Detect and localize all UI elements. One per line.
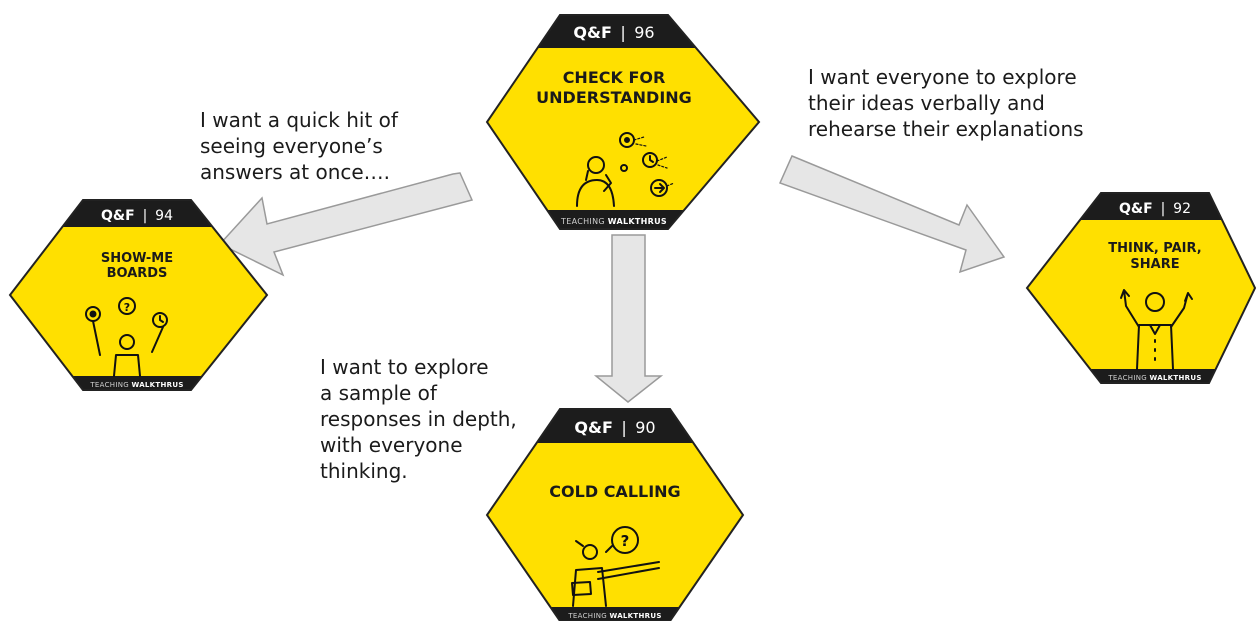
svg-text:Q&F | 94: Q&F | 94	[101, 207, 173, 224]
card-title-line: UNDERSTANDING	[536, 88, 692, 107]
svg-text:TEACHING WALKTHRUS: TEACHING WALKTHRUS	[1107, 374, 1201, 382]
caption-line: I want everyone to explore	[808, 65, 1077, 89]
card-title-line: CHECK FOR	[563, 68, 666, 87]
hex-card-check-for-understanding: Q&F | 96 CHECK FOR UNDERSTANDING TEACHIN…	[485, 14, 761, 230]
card-number: 96	[634, 23, 654, 42]
hex-card-think-pair-share: Q&F | 92 THINK, PAIR, SHARE TEACHING WAL…	[1025, 192, 1257, 384]
svg-text:TEACHING WALKTHRUS: TEACHING WALKTHRUS	[89, 381, 183, 389]
card-header	[10, 200, 267, 227]
svg-text:?: ?	[124, 301, 130, 314]
teacher-pointing-question-icon: ?	[571, 526, 660, 607]
card-brand-bold: WALKTHRUS	[608, 217, 667, 226]
svg-text:Q&F | 92: Q&F | 92	[1119, 200, 1191, 217]
caption-line: responses in depth,	[320, 407, 517, 431]
card-number: 90	[635, 418, 655, 437]
caption-line: their ideas verbally and	[808, 91, 1045, 115]
juggling-person-icon: ?	[85, 297, 168, 377]
card-number: 92	[1173, 201, 1191, 217]
card-brand-light: TEACHING	[89, 381, 129, 389]
card-title-line: SHOW-ME	[101, 251, 173, 266]
card-category: Q&F	[101, 208, 135, 224]
caption-line: rehearse their explanations	[808, 117, 1084, 141]
card-title-line: COLD CALLING	[549, 482, 680, 501]
caption-line: thinking.	[320, 459, 408, 483]
svg-text:Q&F | 90: Q&F | 90	[574, 418, 655, 437]
svg-text:TEACHING WALKTHRUS: TEACHING WALKTHRUS	[567, 612, 661, 620]
card-category: Q&F	[574, 418, 612, 437]
person-arms-raised-icon	[1120, 289, 1193, 370]
caption-line: a sample of	[320, 381, 437, 405]
card-category: Q&F	[1119, 201, 1153, 217]
svg-text:TEACHING WALKTHRUS: TEACHING WALKTHRUS	[560, 217, 667, 226]
card-category: Q&F	[573, 23, 611, 42]
caption-line: answers at once….	[200, 160, 391, 184]
caption-show-me-boards: I want a quick hit of seeing everyone’s …	[200, 107, 398, 185]
card-title-line: SHARE	[1130, 257, 1179, 272]
card-brand-light: TEACHING	[567, 612, 607, 620]
caption-think-pair-share: I want everyone to explore their ideas v…	[808, 64, 1084, 142]
caption-line: I want a quick hit of	[200, 108, 398, 132]
arrow-to-cold-calling	[593, 234, 664, 403]
card-brand-light: TEACHING	[1107, 374, 1147, 382]
card-brand-light: TEACHING	[560, 217, 605, 226]
card-title-line: THINK, PAIR,	[1108, 241, 1201, 256]
card-number: 94	[155, 208, 173, 224]
caption-line: I want to explore	[320, 355, 489, 379]
caption-line: with everyone	[320, 433, 463, 457]
thinking-person-targets-icon	[576, 132, 675, 207]
arrow-to-show-me-boards	[218, 172, 474, 277]
svg-text:?: ?	[621, 532, 630, 550]
caption-cold-calling: I want to explore a sample of responses …	[320, 354, 517, 484]
caption-line: seeing everyone’s	[200, 134, 383, 158]
hex-card-cold-calling: Q&F | 90 COLD CALLING ? TEACHING WALKTHR…	[485, 408, 745, 621]
card-brand-bold: WALKTHRUS	[610, 612, 662, 620]
card-brand-bold: WALKTHRUS	[1150, 374, 1202, 382]
arrow-to-think-pair-share	[778, 155, 1006, 274]
svg-text:Q&F | 96: Q&F | 96	[573, 23, 654, 42]
card-brand-bold: WALKTHRUS	[132, 381, 184, 389]
card-title-line: BOARDS	[107, 266, 168, 281]
